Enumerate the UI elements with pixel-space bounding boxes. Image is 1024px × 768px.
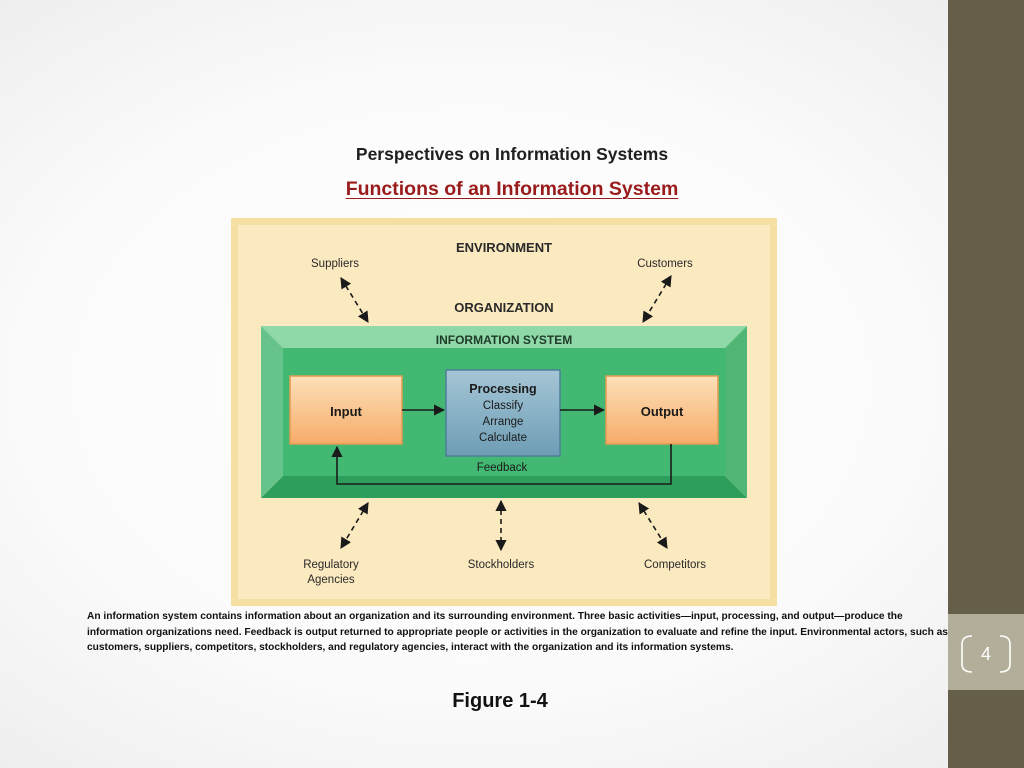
feedback-label: Feedback <box>477 462 528 474</box>
input-box: Input <box>289 375 403 445</box>
input-label: Input <box>330 404 362 419</box>
processing-box: Processing Classify Arrange Calculate <box>445 369 561 457</box>
slide-title: Perspectives on Information Systems <box>355 144 669 164</box>
output-label: Output <box>641 404 684 419</box>
page-number-badge <box>948 614 1024 690</box>
processing-step-calculate: Calculate <box>479 432 527 444</box>
organization-label: ORGANIZATION <box>454 300 553 315</box>
output-box: Output <box>605 375 719 445</box>
environment-label: ENVIRONMENT <box>456 240 552 255</box>
customers-label: Customers <box>637 258 693 270</box>
feedback-loop-arrow <box>331 444 672 485</box>
agencies-label: Agencies <box>307 574 355 586</box>
slide-subtitle: Functions of an Information System <box>345 178 679 200</box>
suppliers-label: Suppliers <box>311 258 359 270</box>
figure-label: Figure 1-4 <box>452 690 548 712</box>
processing-step-classify: Classify <box>483 400 524 412</box>
processing-title: Processing <box>469 382 536 396</box>
regulatory-label: Regulatory <box>303 559 359 571</box>
page-number: 4 <box>980 644 991 664</box>
page-number-brackets <box>961 635 1011 673</box>
stockholders-label: Stockholders <box>468 559 535 571</box>
competitors-label: Competitors <box>644 559 706 571</box>
information-system-diagram: ENVIRONMENT ORGANIZATION INFORMATION SYS… <box>231 218 777 606</box>
figure-caption: An information system contains informati… <box>87 611 948 653</box>
information-system-label: INFORMATION SYSTEM <box>436 333 572 347</box>
processing-step-arrange: Arrange <box>483 416 524 428</box>
